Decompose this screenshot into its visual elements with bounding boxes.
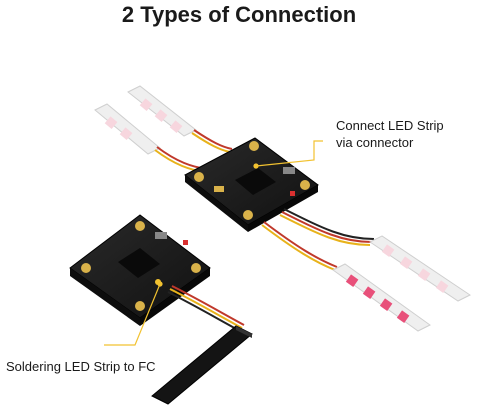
callout-solder — [104, 283, 161, 346]
led-strip-soldered — [151, 325, 253, 405]
led-strip-top-left-2 — [127, 85, 197, 137]
wires-solder — [167, 285, 245, 332]
callout-connector — [255, 140, 323, 167]
flight-controller-top — [184, 137, 319, 232]
callout-solder-dot — [157, 281, 163, 287]
flight-controller-bottom — [69, 214, 211, 326]
led-strip-right-2 — [332, 263, 431, 332]
page-title: 2 Types of Connection — [121, 2, 357, 27]
led-strip-top-left-1 — [94, 103, 161, 155]
connector-label-line1: Connect LED Strip — [336, 118, 444, 133]
connector-label: Connect LED Strip via connector — [336, 117, 444, 151]
callout-connector-dot — [253, 163, 259, 169]
solder-label: Soldering LED Strip to FC — [6, 359, 156, 374]
led-strip-right-1 — [369, 235, 471, 302]
connector-label-line2: via connector — [336, 135, 414, 150]
wires-top-right — [261, 208, 375, 271]
callout-lines — [104, 140, 323, 346]
